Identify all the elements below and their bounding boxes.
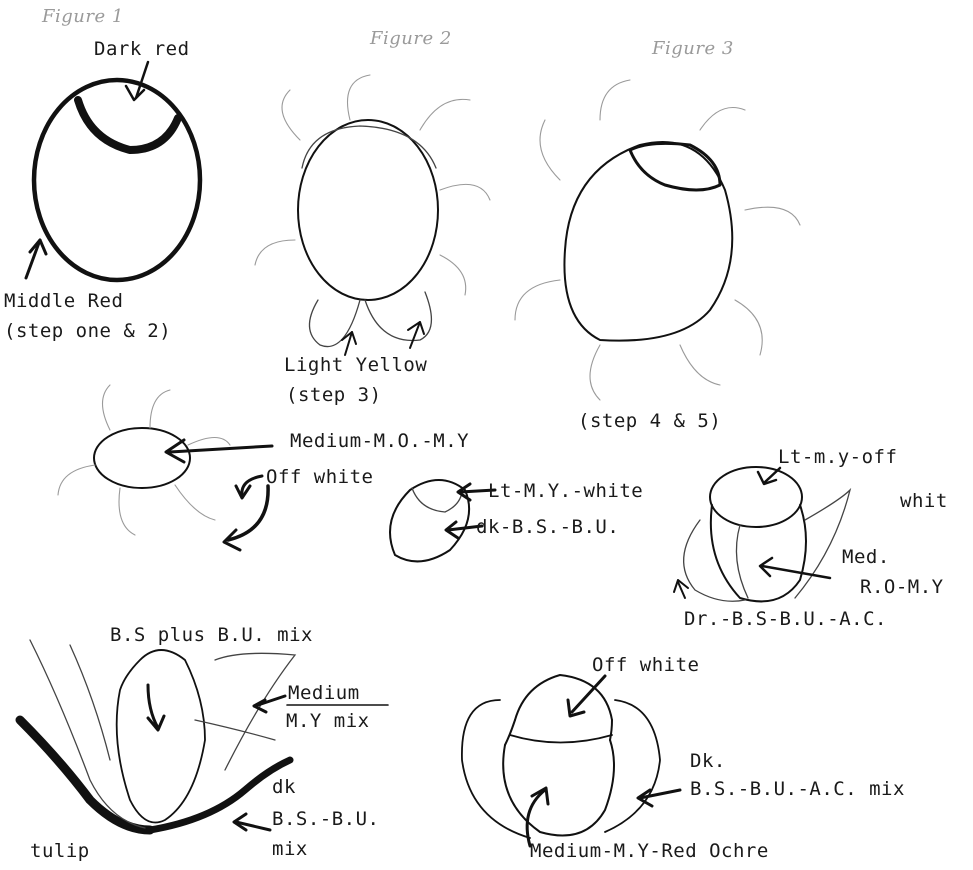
- label-step-one-two: (step one & 2): [4, 322, 171, 341]
- label-dark-red: Dark red: [94, 40, 190, 59]
- figure1-egg: [26, 62, 200, 280]
- label-med: Med.: [842, 548, 890, 567]
- label-ro-my: R.O-M.Y: [860, 578, 944, 597]
- heading-figure-3: Figure 3: [652, 40, 734, 58]
- label-dk: Dk.: [690, 752, 726, 771]
- label-bs-bu-ac-mix: B.S.-B.U.-A.C. mix: [690, 780, 905, 799]
- label-dk-bs-bu: dk-B.S.-B.U.: [476, 518, 619, 537]
- figure2-egg-with-petals: [255, 75, 490, 355]
- label-dr-bs-bu-ac: Dr.-B.S-B.U.-A.C.: [684, 610, 887, 629]
- label-off-white: Off white: [266, 468, 373, 487]
- label-step-four-five: (step 4 & 5): [578, 412, 721, 431]
- label-my-mix: M.Y mix: [286, 712, 370, 731]
- label-middle-red: Middle Red: [4, 292, 123, 311]
- heading-figure-2: Figure 2: [370, 30, 452, 48]
- label-medium: Medium: [288, 684, 360, 703]
- small-egg-with-petals: [58, 385, 272, 550]
- tulip-drawing: [20, 640, 295, 830]
- label-dk: dk: [272, 778, 296, 797]
- heading-figure-1: Figure 1: [42, 8, 124, 26]
- label-lt-my-white: Lt-M.Y.-white: [488, 482, 643, 501]
- open-flower-drawing: [462, 648, 725, 846]
- label-tulip: tulip: [30, 842, 90, 861]
- right-bud-with-leaves: [674, 467, 850, 601]
- figure3-egg-with-petals: [515, 80, 800, 400]
- label-light-yellow: Light Yellow: [284, 356, 427, 375]
- label-bs-bu: B.S.-B.U.: [272, 810, 379, 829]
- label-mix: mix: [272, 840, 308, 859]
- label-step-three: (step 3): [286, 386, 382, 405]
- label-bs-plus-bu: B.S plus B.U. mix: [110, 626, 313, 645]
- label-lt-my-off: Lt-m.y-off: [778, 448, 897, 467]
- label-medium-my-red-ochre: Medium-M.Y-Red Ochre: [530, 842, 769, 861]
- label-lt-my-off-cont: whit: [900, 492, 948, 511]
- label-off-white-flower: Off white: [592, 656, 699, 675]
- label-medium-mo-my: Medium-M.O.-M.Y: [290, 432, 469, 451]
